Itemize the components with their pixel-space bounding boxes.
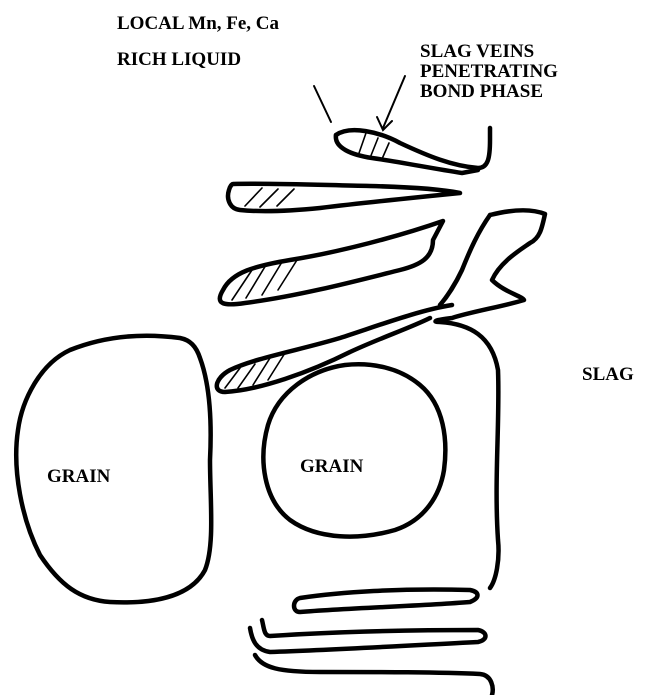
label-grain-center: GRAIN [300, 455, 363, 478]
bottom-tail [255, 655, 493, 695]
leader-line-slag-veins [383, 76, 405, 128]
label-slag-veins-line-2: PENETRATING [420, 62, 558, 82]
top-vein-outline [336, 128, 490, 168]
vein-2-hatch [245, 188, 294, 207]
slag-region-outline [436, 210, 545, 588]
slag-region-left-edge [440, 215, 490, 305]
vein-2-outline [228, 184, 460, 211]
leader-line-liquid [314, 86, 331, 122]
label-slag-veins-line-1: SLAG VEINS [420, 42, 534, 62]
label-local-liquid-line-2: RICH LIQUID [117, 48, 241, 71]
top-vein-lower-edge [336, 135, 478, 173]
label-slag-veins-line-3: BOND PHASE [420, 82, 543, 102]
vein-4-outline [217, 305, 452, 392]
vein-3-outline [220, 221, 443, 304]
label-grain-left: GRAIN [47, 465, 110, 488]
label-local-liquid-line-1: LOCAL Mn, Fe, Ca [117, 12, 279, 35]
center-grain-outline [263, 364, 445, 536]
bottom-plate-1 [294, 589, 478, 612]
bottom-plate-2 [250, 620, 486, 652]
label-slag: SLAG [582, 363, 634, 386]
left-grain-outline [16, 336, 211, 603]
